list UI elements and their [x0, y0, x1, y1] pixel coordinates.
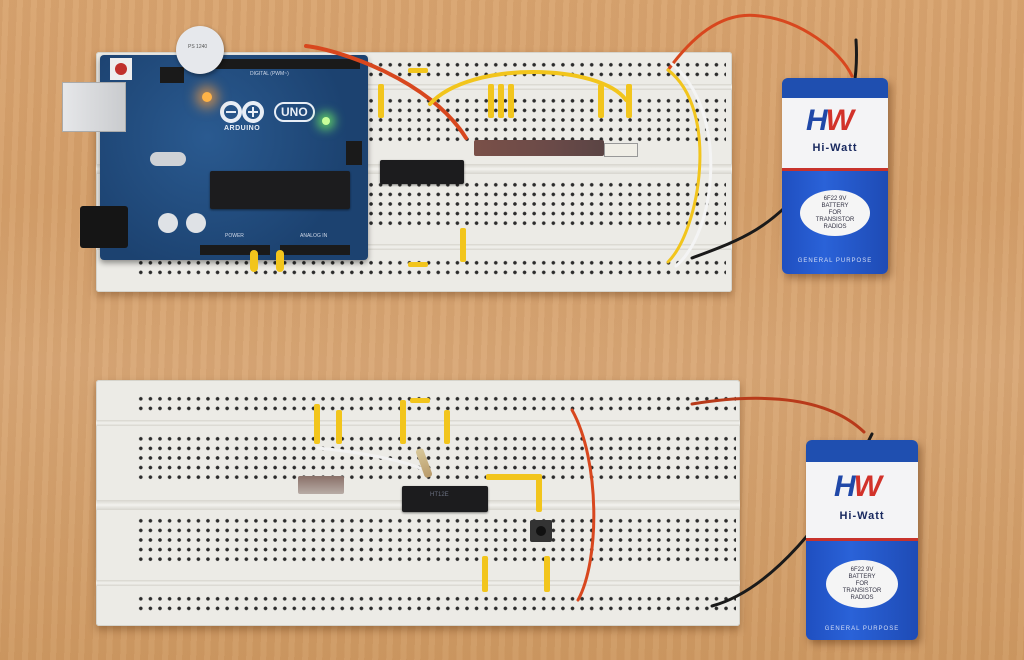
capacitor: [186, 213, 206, 233]
bottom-ic-marking: HT12E: [430, 492, 449, 498]
jumper-wire: [508, 84, 514, 118]
power-led-orange: [202, 92, 212, 102]
jumper-wire: [498, 84, 504, 118]
hw-logo: HW: [834, 470, 882, 504]
jumper-wire: [378, 84, 384, 118]
oval-line: BATTERY: [848, 573, 876, 580]
reset-button: [110, 58, 132, 80]
battery-9v-top: HW Hi-Watt 6F22 9V BATTERY FOR TRANSISTO…: [782, 78, 888, 274]
bottom-power-rail-holes: [136, 594, 736, 614]
arduino-logo-text: ARDUINO: [224, 125, 261, 132]
battery-red-stripe: [782, 168, 888, 171]
red-wire: [690, 396, 866, 434]
red-wire: [304, 44, 468, 140]
capacitor: [158, 213, 178, 233]
battery-red-stripe: [806, 538, 918, 541]
yellow-wire: [666, 68, 702, 264]
jumper-wire: [536, 476, 542, 512]
hw-logo-w: W: [825, 104, 854, 137]
uno-badge: UNO: [274, 102, 315, 122]
jumper-wire: [408, 68, 428, 73]
rail-groove: [96, 580, 740, 586]
battery-info-oval: 6F22 9V BATTERY FOR TRANSISTOR RADIOS: [826, 560, 898, 608]
oval-line: RADIOS: [823, 223, 847, 230]
battery-9v-bottom: HW Hi-Watt 6F22 9V BATTERY FOR TRANSISTO…: [806, 440, 918, 640]
arduino-infinity-logo-icon: [220, 101, 264, 123]
battery-footer-text: GENERAL PURPOSE: [824, 626, 900, 632]
jumper-wire: [408, 262, 428, 267]
rail-groove: [96, 244, 732, 250]
battery-footer-text: GENERAL PURPOSE: [797, 258, 873, 264]
hw-logo: HW: [806, 104, 854, 138]
battery-terminal-cap: [782, 78, 888, 98]
battery-label-white: [782, 98, 888, 168]
status-led-green: [322, 117, 330, 125]
red-wire: [570, 408, 596, 602]
digital-label: DIGITAL (PWM~): [250, 71, 289, 77]
top-ic-chip: [380, 160, 464, 184]
battery-label-white: [806, 462, 918, 538]
oval-line: 6F22 9V: [823, 195, 847, 202]
battery-terminal-cap: [806, 440, 918, 462]
jumper-wire: [250, 250, 258, 272]
battery-info-oval: 6F22 9V BATTERY FOR TRANSISTOR RADIOS: [800, 190, 870, 236]
brand-name: Hi-Watt: [812, 142, 858, 154]
hw-logo-h: H: [834, 470, 856, 503]
oval-line: FOR: [855, 580, 869, 587]
bottom-breadboard: [96, 380, 740, 626]
icsp-header: [160, 67, 184, 83]
crystal-oscillator: [298, 476, 344, 494]
jumper-wire: [488, 84, 494, 118]
digital-header: [210, 59, 360, 69]
jumper-wire: [314, 404, 320, 444]
hw-logo-w: W: [853, 470, 882, 503]
oval-line: FOR: [828, 209, 842, 216]
dc-power-jack: [80, 206, 128, 248]
jumper-wire: [410, 398, 430, 403]
buzzer: [176, 26, 224, 74]
power-label: POWER: [225, 233, 244, 239]
jumper-wire: [444, 410, 450, 444]
jumper-wire: [276, 250, 284, 272]
jumper-wire: [336, 410, 342, 444]
jumper-wire: [460, 228, 466, 262]
usb-port: [62, 82, 126, 132]
red-wire: [666, 13, 854, 78]
oval-line: TRANSISTOR: [842, 587, 882, 594]
analog-label: ANALOG IN: [300, 233, 328, 239]
oval-line: 6F22 9V: [850, 566, 874, 573]
oval-line: BATTERY: [821, 202, 849, 209]
oval-line: TRANSISTOR: [815, 216, 855, 223]
jumper-wire: [626, 84, 632, 118]
push-button: [530, 520, 552, 542]
power-header: [200, 245, 270, 255]
arduino-uno-board: DIGITAL (PWM~) POWER ANALOG IN ARDUINO U…: [100, 55, 368, 260]
oval-line: RADIOS: [850, 594, 874, 601]
crystal-oscillator: [150, 152, 186, 166]
jumper-wire: [544, 556, 550, 592]
bottom-ic-chip: [402, 486, 488, 512]
terminal-holes-lower: [136, 516, 736, 564]
terminal-holes-upper: [136, 434, 736, 482]
jumper-wire: [482, 556, 488, 592]
brand-name: Hi-Watt: [839, 510, 885, 522]
jumper-wire: [400, 400, 406, 444]
led-bar-module: [474, 140, 604, 156]
atmega328-chip: [210, 171, 350, 209]
buzzer-label: PS 1240: [188, 44, 208, 50]
yellow-wire: [428, 70, 628, 106]
hw-logo-h: H: [806, 104, 828, 137]
white-wire: [670, 62, 713, 268]
jumper-wire: [598, 84, 604, 118]
icsp-header: [346, 141, 362, 165]
top-power-rail-holes: [136, 394, 736, 414]
white-wire: [316, 446, 422, 470]
analog-header: [280, 245, 350, 255]
jumper-wire: [486, 474, 542, 480]
led-bar-end: [604, 143, 638, 157]
rail-groove: [96, 420, 740, 426]
